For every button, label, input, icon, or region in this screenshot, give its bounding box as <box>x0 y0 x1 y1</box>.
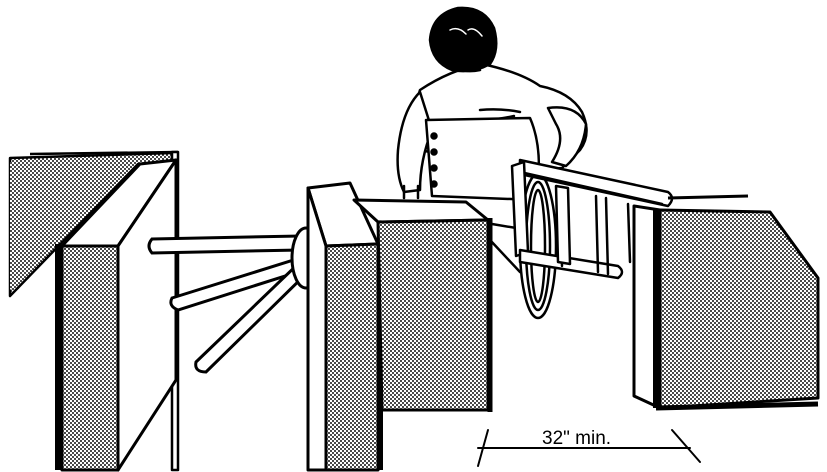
clearance-label: 32" min. <box>542 428 611 449</box>
person-head <box>428 6 498 73</box>
accessible-gate <box>510 158 674 280</box>
left-turnstile-post <box>55 158 178 472</box>
wheelchair-user <box>396 6 588 320</box>
clearance-dimension: 32" min. <box>477 428 701 467</box>
center-barrier <box>352 198 493 412</box>
dimension-tick-right <box>671 429 701 463</box>
right-wall <box>632 194 820 411</box>
center-turnstile-post <box>306 181 383 472</box>
person-left-arm <box>396 90 434 194</box>
person-right-arm <box>546 106 588 168</box>
dimension-tick-left <box>477 429 489 467</box>
